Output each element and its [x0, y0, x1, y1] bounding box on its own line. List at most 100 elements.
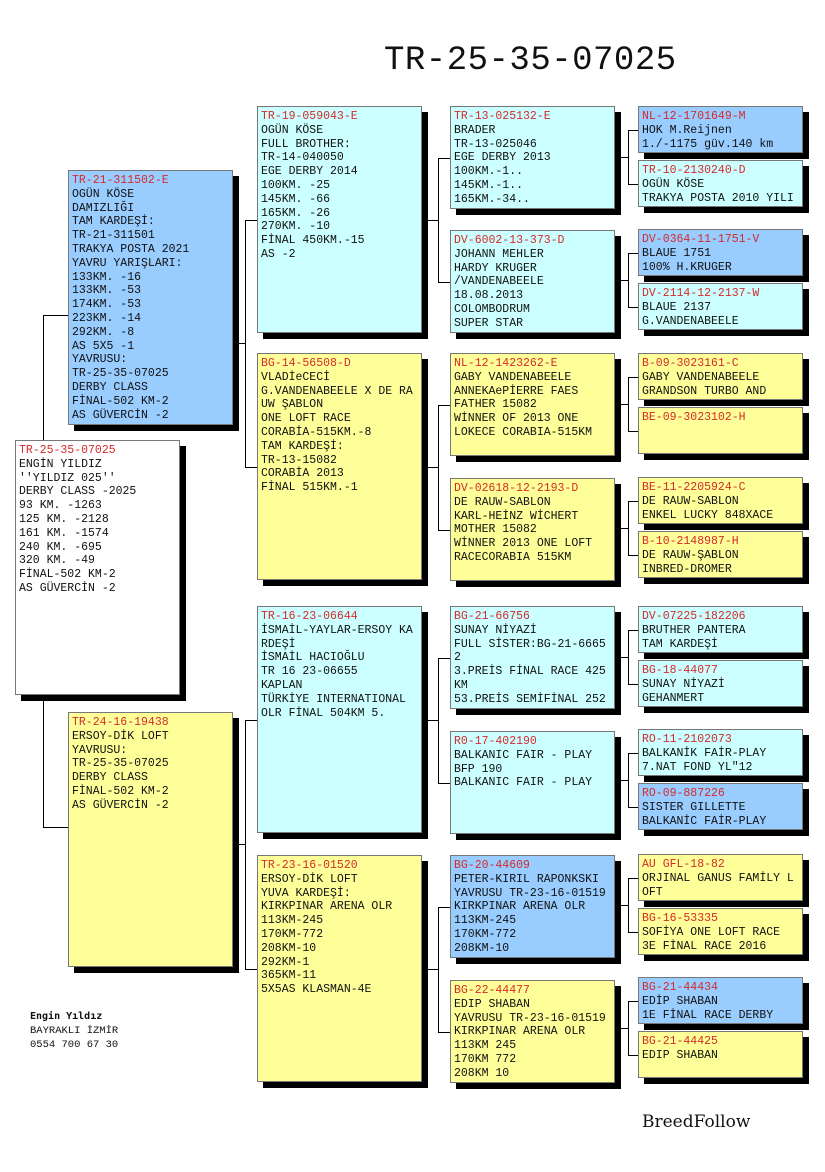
- page-title: TR-25-35-07025: [384, 42, 677, 80]
- info-line: SUPER STAR: [454, 316, 524, 330]
- connector-line: [615, 279, 628, 281]
- info-line: 208KM 10: [454, 1066, 510, 1080]
- info-line: TR-21-311501: [72, 229, 155, 243]
- connector-line: [43, 827, 68, 828]
- info-line: TR-13-15082: [261, 453, 337, 467]
- connector-line: [628, 554, 638, 556]
- connector-line: [438, 657, 439, 784]
- ring-number: AU GFL-18-82: [642, 858, 725, 871]
- info-line: /VANDENABEELE: [454, 275, 544, 289]
- info-line: CORABİA 2013: [261, 467, 344, 481]
- connector-line: [245, 219, 257, 221]
- info-line: RACECORABIA 515KM: [454, 550, 572, 564]
- connector-line: [628, 500, 638, 502]
- connector-line: [628, 376, 638, 378]
- info-line: SUNAY NİYAZİ: [454, 623, 537, 637]
- info-line: KIRKPINAR ARENA OLR: [261, 900, 393, 914]
- info-line: EDİP SHABAN: [642, 994, 718, 1008]
- connector-line: [628, 931, 638, 933]
- info-line: HOK M.Reijnen: [642, 123, 732, 137]
- info-line: 292KM. -8: [72, 325, 135, 339]
- info-line: CORABİA-515KM.-8: [261, 425, 372, 439]
- connector-line: [628, 752, 638, 754]
- info-line: G.VANDENABEELE X DE RA: [261, 384, 413, 398]
- connector-line: [245, 719, 246, 970]
- info-line: FİNAL-502 KM-2: [19, 568, 116, 582]
- info-line: 125 KM. -2128: [19, 512, 109, 526]
- connector-line: [628, 806, 638, 808]
- info-line: 133KM. -16: [72, 270, 142, 284]
- owner-phone: 0554 700 67 30: [30, 1039, 119, 1051]
- connector-line: [438, 157, 450, 159]
- info-line: OLR FİNAL 504KM 5.: [261, 706, 386, 720]
- info-line: 223KM. -14: [72, 311, 142, 325]
- info-line: GEHANMERT: [642, 691, 705, 705]
- connector-line: [422, 720, 438, 721]
- info-line: BALKANİK FAİR-PLAY: [642, 746, 767, 760]
- ring-number: TR-10-2130240-D: [642, 164, 746, 177]
- info-line: FATHER 15082: [454, 398, 537, 412]
- connector-line: [438, 782, 450, 784]
- connector-line: [422, 467, 438, 468]
- info-line: BALKANIC FAIR - PLAY: [454, 776, 593, 790]
- connector-line: [628, 252, 629, 308]
- ring-number: TR-13-025132-E: [454, 110, 551, 123]
- ring-number: DV-2114-12-2137-W: [642, 287, 760, 300]
- info-line: YAVRUSU:: [72, 743, 128, 757]
- ring-number: BG-22-44477: [454, 984, 530, 997]
- info-line: 2: [454, 651, 461, 665]
- info-line: 18.08.2013: [454, 289, 524, 303]
- info-line: AS -2: [261, 247, 296, 261]
- info-line: DERBY CLASS: [72, 771, 148, 785]
- info-line: 5X5AS KLASMAN-4E: [261, 983, 372, 997]
- info-line: 3.PREİS FİNAL RACE 425: [454, 665, 606, 679]
- connector-line: [628, 629, 638, 631]
- info-line: WİNNER OF 2013 ONE: [454, 412, 579, 426]
- info-line: TR-25-35-07025: [72, 757, 169, 771]
- info-line: LOKECE CORABIA-515KM: [454, 425, 593, 439]
- connector-line: [245, 968, 257, 970]
- info-line: DE RAUW-SABLON: [454, 495, 551, 509]
- info-line: AS GÜVERCİN -2: [72, 798, 169, 812]
- info-line: ANNEKAePİERRE FAES: [454, 384, 579, 398]
- info-line: YAVRU YARIŞLARI:: [72, 256, 183, 270]
- info-line: WİNNER 2013 ONE LOFT: [454, 537, 593, 551]
- ring-number: TR-25-35-07025: [19, 444, 116, 457]
- ring-number: BG-21-44434: [642, 981, 718, 994]
- info-line: BRUTHER PANTERA: [642, 623, 746, 637]
- ring-number: R0-17-402190: [454, 735, 537, 748]
- info-line: BLAUE 1751: [642, 246, 712, 260]
- owner-location: BAYRAKLI İZMİR: [30, 1025, 119, 1037]
- great-great-grandparent-box[interactable]: BE-09-3023102-H: [638, 407, 803, 454]
